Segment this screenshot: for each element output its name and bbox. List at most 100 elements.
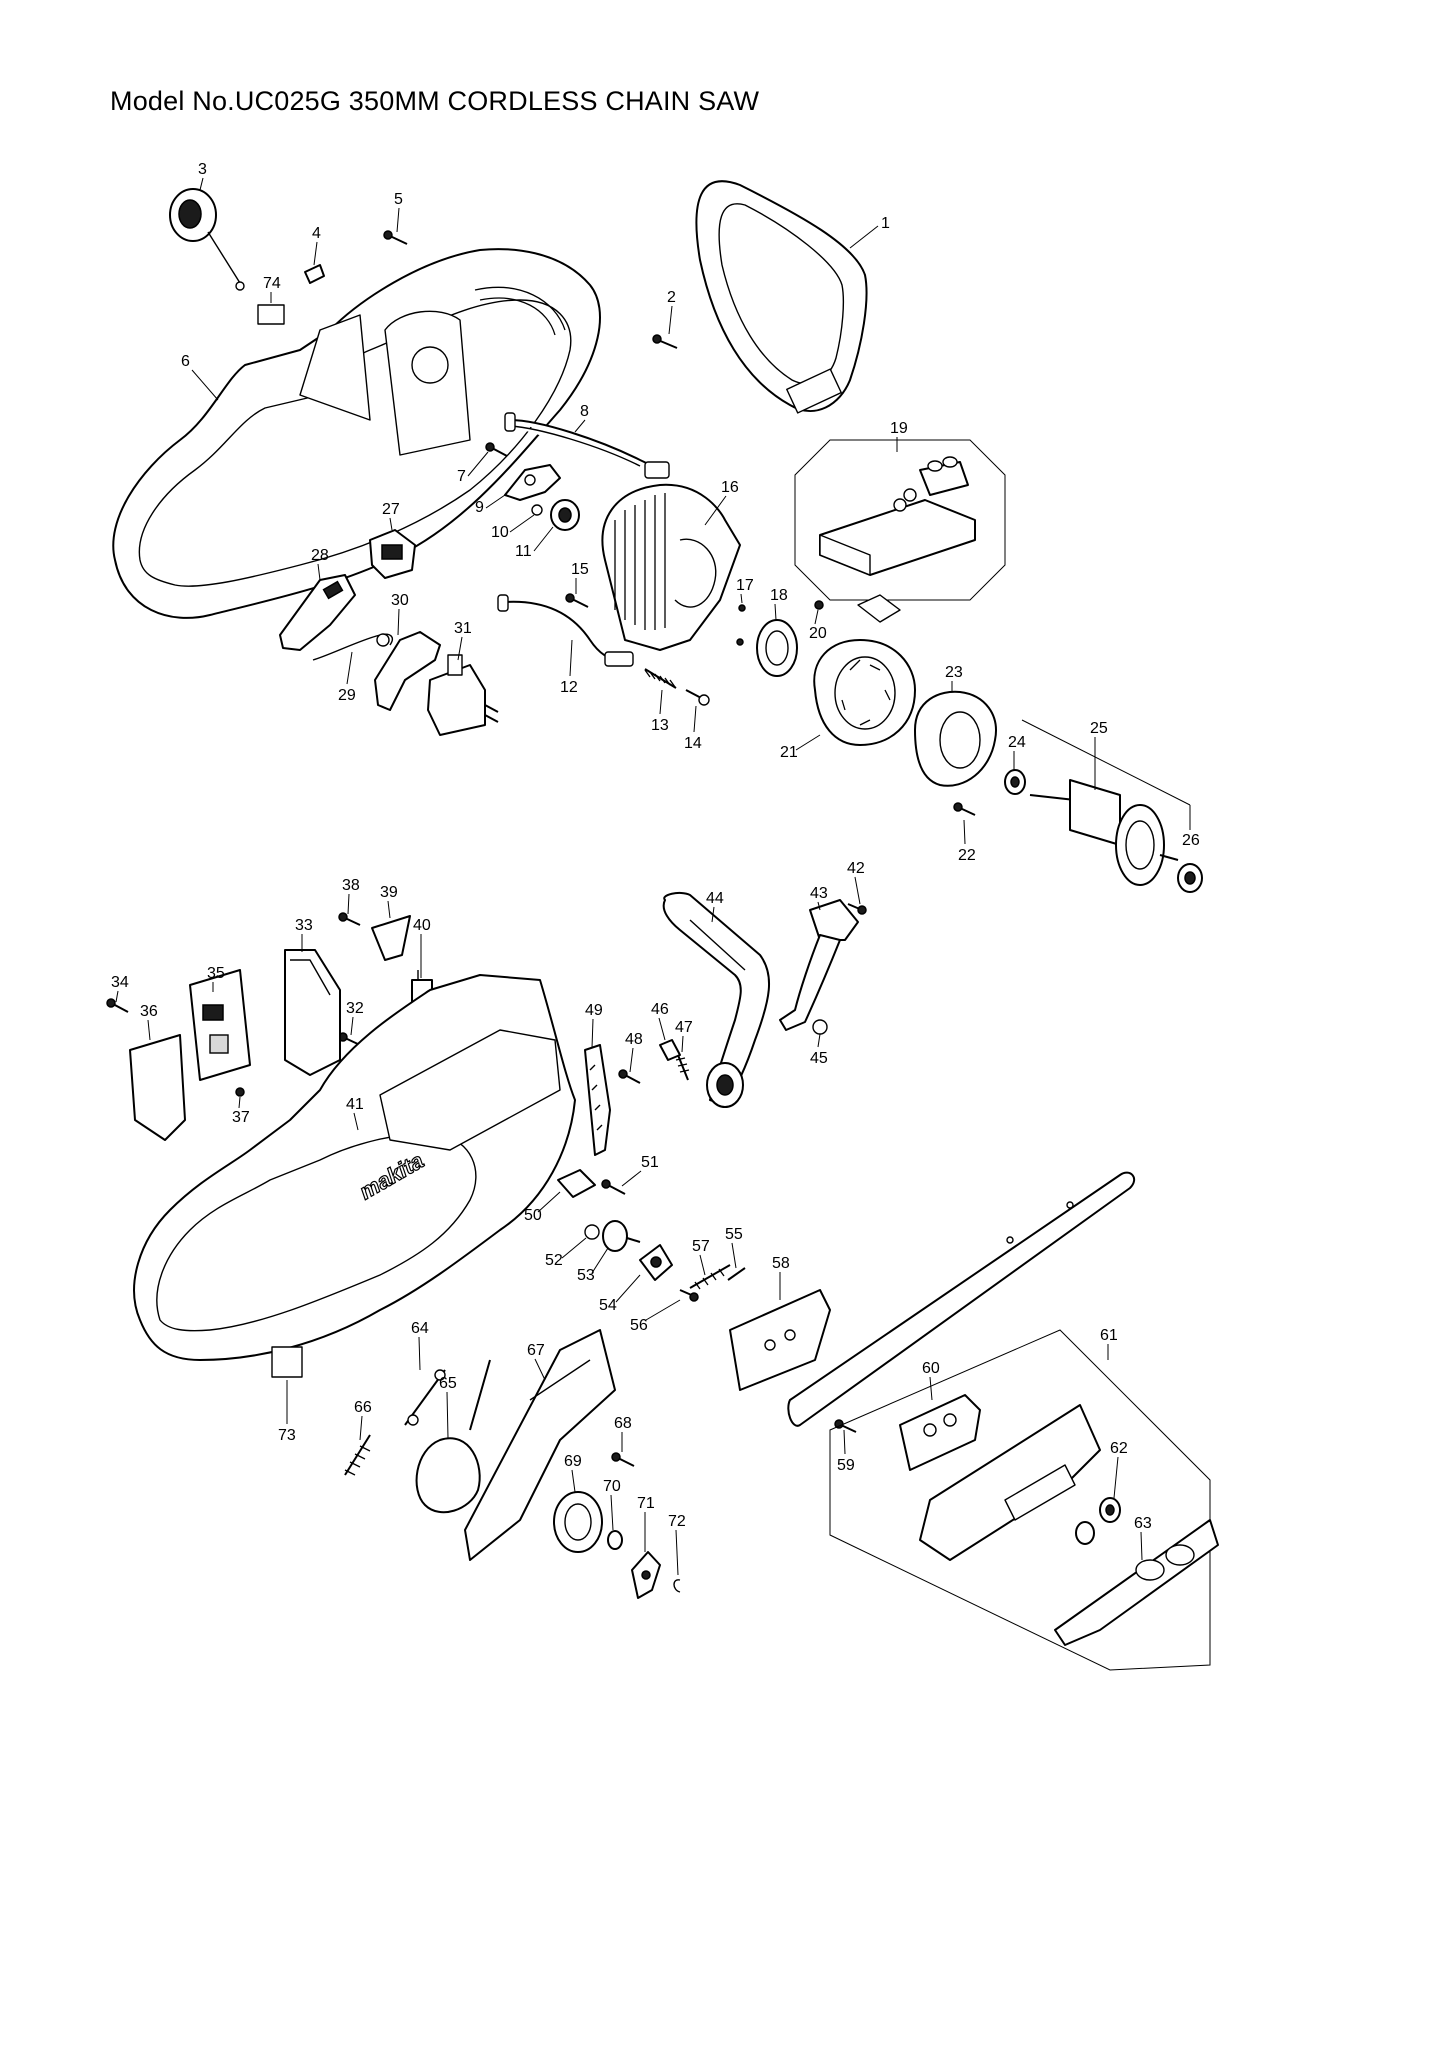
part-knob-53 — [602, 1220, 641, 1252]
callout-49: 49 — [585, 1002, 603, 1019]
part-screw-2 — [652, 334, 678, 349]
callout-7: 7 — [457, 468, 466, 485]
part-clamp-50 — [557, 1169, 596, 1198]
callout-30: 30 — [391, 592, 409, 609]
part-label-73 — [271, 1346, 303, 1378]
callout-19: 19 — [890, 420, 908, 437]
callout-23: 23 — [945, 664, 963, 681]
part-cover-33 — [284, 949, 341, 1076]
callout-56: 56 — [630, 1317, 648, 1334]
part-screw-5 — [383, 230, 408, 245]
callout-2: 2 — [667, 289, 676, 306]
part-baffle-23 — [914, 690, 997, 787]
part-heat-sink — [857, 594, 901, 623]
part-oil-tube-12 — [497, 594, 634, 667]
part-cover-plate-63 — [1054, 1519, 1219, 1646]
callout-61: 61 — [1100, 1327, 1118, 1344]
part-front-handle — [695, 180, 868, 414]
part-board-35 — [189, 969, 251, 1081]
part-brake-lever-43 — [779, 899, 859, 1031]
part-catcher-49 — [584, 1044, 611, 1156]
part-ring-70 — [607, 1530, 623, 1550]
callout-34: 34 — [111, 974, 129, 991]
callout-31: 31 — [454, 620, 472, 637]
part-pin-55 — [727, 1267, 746, 1281]
callout-4: 4 — [312, 225, 321, 242]
part-battery-cover-36 — [129, 1034, 186, 1141]
callout-47: 47 — [675, 1019, 693, 1036]
callout-62: 62 — [1110, 1440, 1128, 1457]
callout-54: 54 — [599, 1297, 617, 1314]
part-sprocket-cover-61 — [829, 1329, 1211, 1671]
callout-20: 20 — [809, 625, 827, 642]
part-screw-32 — [338, 1032, 361, 1046]
part-screws-17 — [736, 604, 746, 646]
part-lever-9 — [504, 464, 561, 501]
callout-55: 55 — [725, 1226, 743, 1243]
callout-58: 58 — [772, 1255, 790, 1272]
callout-39: 39 — [380, 884, 398, 901]
part-ring-45 — [812, 1019, 828, 1035]
callout-10: 10 — [491, 524, 509, 541]
callout-36: 36 — [140, 1003, 158, 1020]
callout-51: 51 — [641, 1154, 659, 1171]
callout-66: 66 — [354, 1399, 372, 1416]
callout-17: 17 — [736, 577, 754, 594]
callout-42: 42 — [847, 860, 865, 877]
callout-32: 32 — [346, 1000, 364, 1017]
part-lever-64 — [404, 1369, 446, 1426]
callout-29: 29 — [338, 687, 356, 704]
callout-41: 41 — [346, 1096, 364, 1113]
part-switch-27 — [369, 529, 416, 579]
part-screw-7 — [485, 442, 508, 457]
part-guide-plate-58 — [729, 1289, 831, 1391]
part-switch-31 — [427, 654, 499, 736]
callout-43: 43 — [810, 885, 828, 902]
part-controller-19 — [794, 439, 1006, 601]
callout-38: 38 — [342, 877, 360, 894]
part-ering-72 — [673, 1579, 681, 1593]
callout-labels: 1 2 3 4 5 6 7 8 9 10 11 12 13 14 15 16 1 — [111, 161, 1200, 1576]
callout-73: 73 — [278, 1427, 296, 1444]
callout-6: 6 — [181, 353, 190, 370]
part-guide-bar — [787, 1171, 1136, 1427]
callout-22: 22 — [958, 847, 976, 864]
callout-33: 33 — [295, 917, 313, 934]
part-oil-tube-8 — [504, 412, 670, 479]
callout-8: 8 — [580, 403, 589, 420]
part-bearing-11 — [550, 499, 580, 531]
callout-59: 59 — [837, 1457, 855, 1474]
part-screw-68 — [611, 1452, 635, 1467]
part-spring-47 — [675, 1054, 690, 1081]
part-label-74 — [257, 304, 285, 325]
part-adjusting-screw-57 — [689, 1264, 731, 1290]
callout-16: 16 — [721, 479, 739, 496]
callout-44: 44 — [706, 890, 724, 907]
part-bearing-26 — [1177, 863, 1203, 893]
part-pin-14 — [685, 689, 710, 706]
part-screw-20 — [814, 600, 824, 610]
part-stator-21 — [813, 639, 916, 746]
part-screw-22 — [953, 802, 976, 816]
callout-60: 60 — [922, 1360, 940, 1377]
part-screw-38 — [338, 912, 361, 926]
part-clip-4 — [304, 264, 325, 284]
callout-45: 45 — [810, 1050, 828, 1067]
part-housing-6 — [112, 248, 601, 619]
part-screw-42 — [847, 903, 867, 915]
part-trigger-30 — [374, 631, 441, 711]
callout-64: 64 — [411, 1320, 429, 1337]
callout-71: 71 — [637, 1495, 655, 1512]
part-cap — [169, 188, 245, 291]
callout-40: 40 — [413, 917, 431, 934]
diagram-title: Model No.UC025G 350MM CORDLESS CHAIN SAW — [110, 86, 760, 116]
callout-74: 74 — [263, 275, 281, 292]
part-sprocket-71 — [631, 1551, 661, 1599]
callout-11: 11 — [515, 543, 532, 560]
part-brake-band-65 — [415, 1359, 491, 1514]
callout-25: 25 — [1090, 720, 1108, 737]
callout-18: 18 — [770, 587, 788, 604]
part-ring-52 — [584, 1224, 600, 1240]
callout-63: 63 — [1134, 1515, 1152, 1532]
